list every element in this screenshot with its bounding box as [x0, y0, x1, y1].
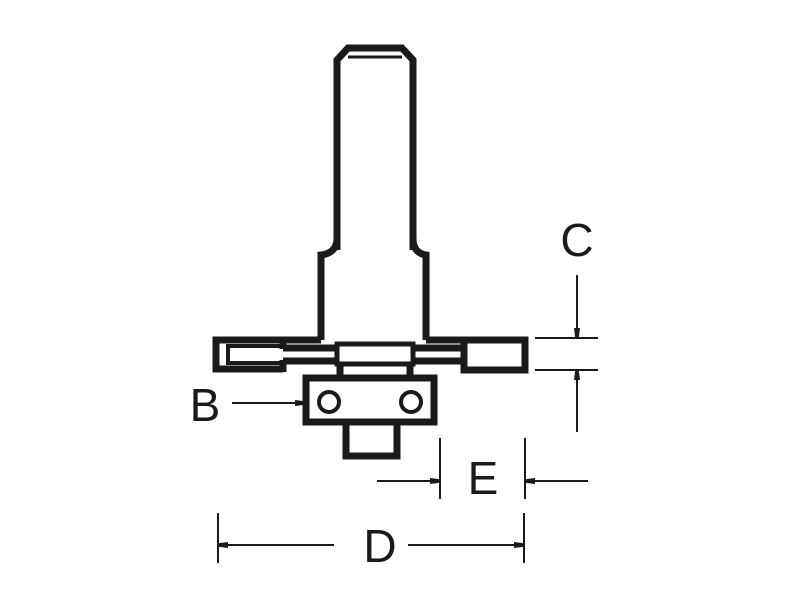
dimension-label-e: E: [468, 452, 499, 504]
dimension-label-d: D: [363, 520, 396, 572]
bearing: [302, 374, 438, 426]
dimension-e: [377, 438, 588, 499]
nut: [342, 422, 401, 460]
cutter-blade: [212, 336, 529, 380]
dimension-c: [535, 275, 598, 432]
dimension-d: [217, 513, 525, 563]
shank: [317, 44, 430, 340]
dimension-label-b: B: [190, 379, 221, 431]
dimension-label-c: C: [560, 214, 593, 266]
